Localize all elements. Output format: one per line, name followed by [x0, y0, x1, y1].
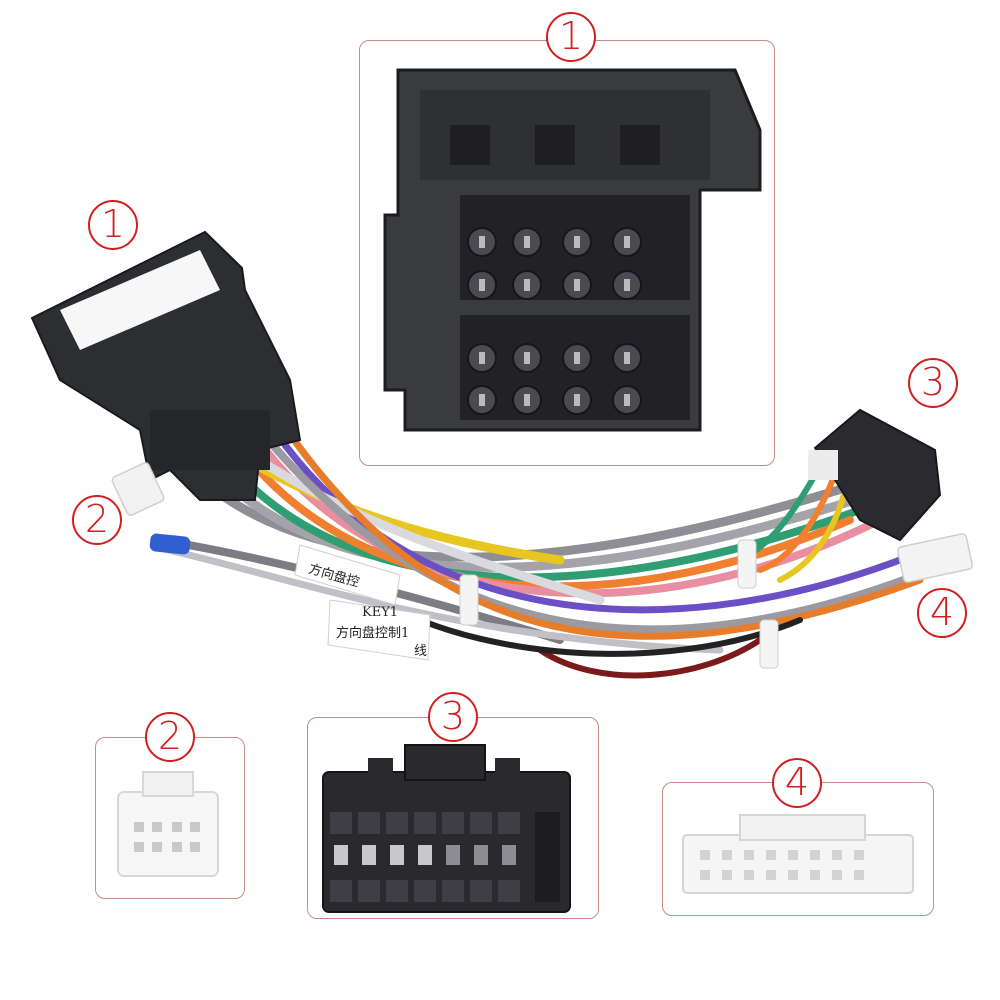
white-connector-2-face [117, 771, 219, 877]
tag-2-suffix: 线 [414, 644, 428, 659]
white-connector-4-face [682, 814, 914, 894]
badge-4-panel: 4 [772, 758, 822, 808]
white-plug-4-side [897, 533, 973, 583]
badge-2-side: 2 [72, 495, 122, 545]
wire-tags [294, 544, 431, 661]
blue-terminal [149, 533, 191, 555]
iso-connector-face [383, 68, 762, 432]
black-plug-side [808, 408, 942, 542]
white-plug-2-side [111, 462, 165, 516]
badge-3-panel: 3 [428, 692, 478, 742]
badge-1-side: 1 [88, 200, 138, 250]
tag-2-line-1: KEY1 [362, 605, 399, 620]
black-connector-3-face [322, 744, 571, 913]
badge-1-panel: 1 [546, 12, 596, 62]
iso-plug-side [30, 230, 302, 501]
tag-2-line-2: 方向盘控制1 [336, 626, 410, 641]
badge-2-panel: 2 [145, 712, 195, 762]
badge-3-side: 3 [908, 358, 958, 408]
cable-ties [459, 539, 779, 669]
badge-4-side: 4 [917, 588, 967, 638]
